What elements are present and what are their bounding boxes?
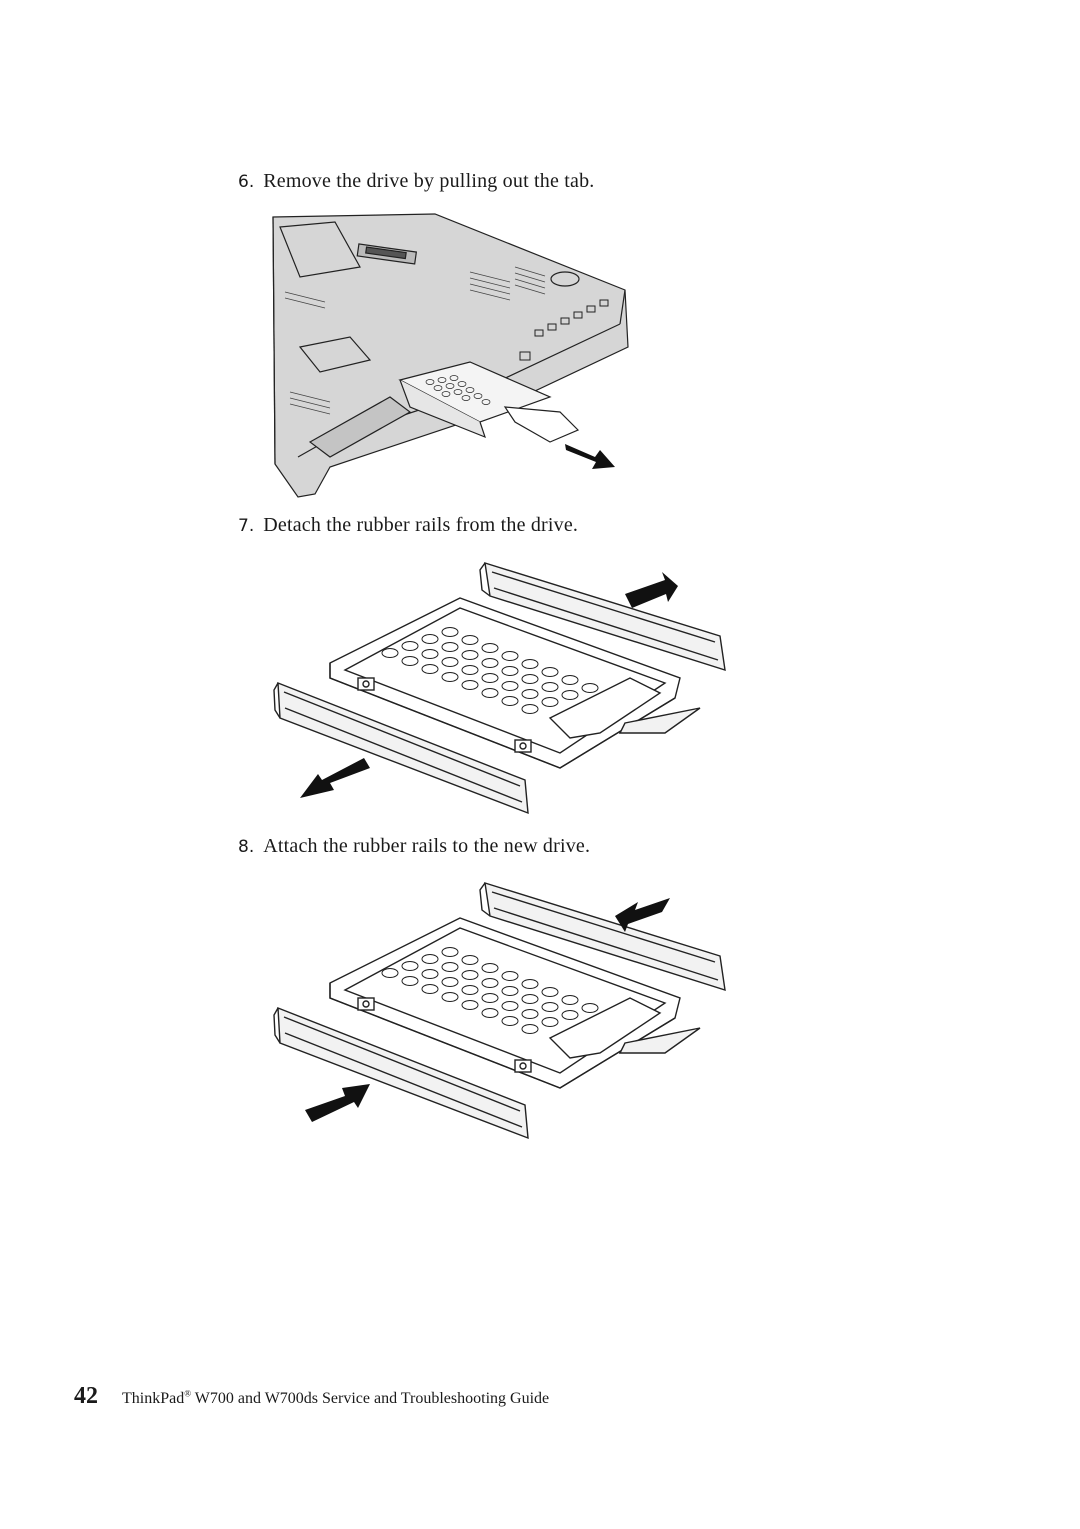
title-rest: W700 and W700ds Service and Troubleshoot… [191, 1390, 550, 1407]
step-text: Detach the rubber rails from the drive. [263, 514, 579, 536]
step-text: Remove the drive by pulling out the tab. [263, 170, 595, 192]
step-6: 6. Remove the drive by pulling out the ta… [238, 170, 595, 193]
registered-mark: ® [184, 1388, 192, 1399]
step-number: 7. [238, 516, 255, 536]
laptop-drive-removal-illustration [272, 213, 629, 498]
attach-rails-illustration [273, 882, 726, 1140]
step-8: 8. Attach the rubber rails to the new dri… [238, 835, 590, 858]
detach-rails-illustration [273, 562, 726, 815]
step-text: Attach the rubber rails to the new drive… [263, 835, 591, 857]
document-title: ThinkPad® W700 and W700ds Service and Tr… [122, 1388, 550, 1407]
page-footer: 42 ThinkPad® W700 and W700ds Service and … [74, 1383, 549, 1410]
brand-name: ThinkPad [122, 1390, 185, 1407]
step-number: 8. [238, 837, 255, 857]
step-7: 7. Detach the rubber rails from the drive… [238, 514, 578, 537]
step-number: 6. [238, 172, 255, 192]
page-number: 42 [74, 1383, 98, 1409]
